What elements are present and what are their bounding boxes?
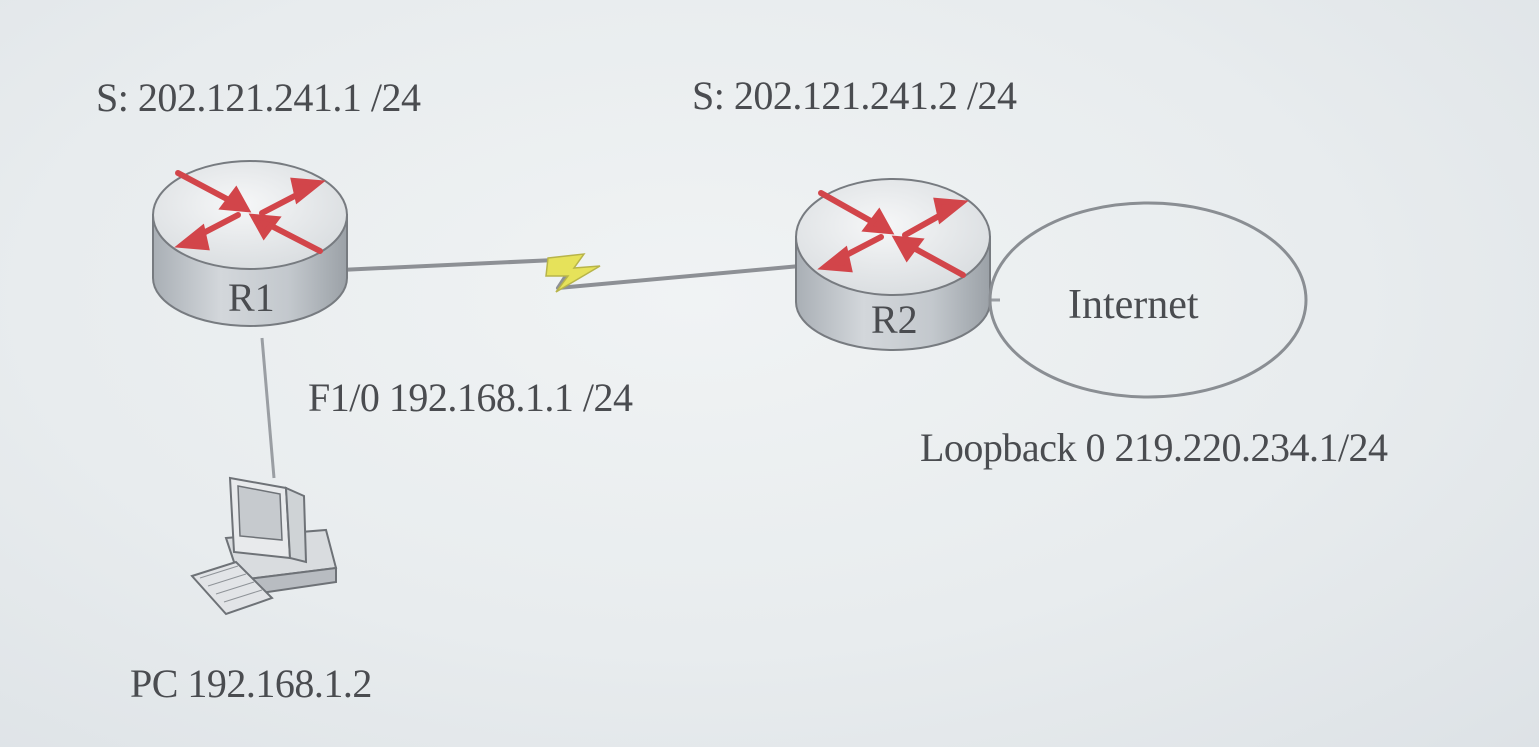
r2-serial-address-label: S: 202.121.241.2 /24 [692, 73, 1017, 118]
internet-label: Internet [1068, 282, 1199, 328]
r1-fastethernet-address-label: F1/0 192.168.1.1 /24 [308, 375, 633, 420]
ellipse-cloud-icon [988, 201, 1308, 399]
internet-cloud: Internet [988, 201, 1308, 399]
desktop-computer-icon [190, 476, 338, 616]
serial-link [339, 253, 801, 293]
router-r2-name: R2 [871, 297, 918, 342]
pc-address-label: PC 192.168.1.2 [130, 661, 372, 706]
router-r2: R2 [795, 178, 991, 351]
lightning-bolt-icon [545, 253, 601, 293]
ethernet-link-r1-pc [260, 337, 276, 479]
router-icon: R1 [152, 160, 348, 327]
r2-loopback-address-label: Loopback 0 219.220.234.1/24 [920, 425, 1388, 470]
router-r1-name: R1 [228, 275, 275, 320]
router-icon: R2 [795, 178, 991, 351]
pc-device [190, 476, 338, 616]
router-r1: R1 [152, 160, 348, 327]
r1-serial-address-label: S: 202.121.241.1 /24 [96, 75, 421, 120]
